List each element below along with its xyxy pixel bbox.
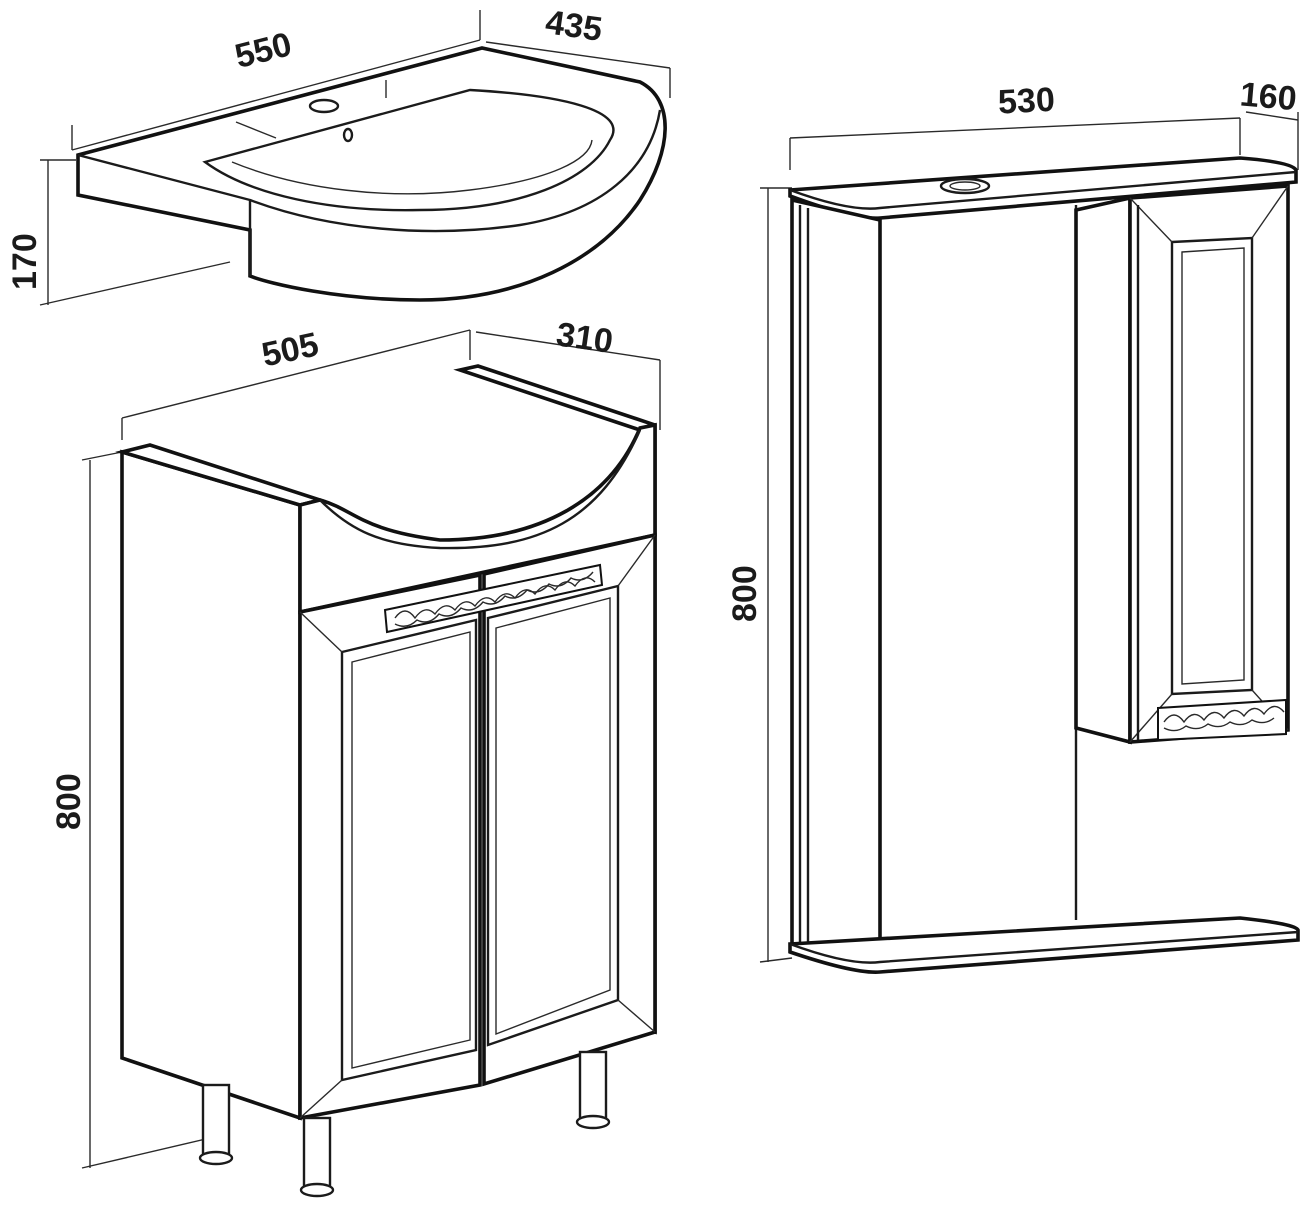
sink-bowl-inner [231, 139, 593, 195]
left-door-panel [340, 618, 478, 1082]
door-bevel [299, 611, 343, 653]
sink-top-rim [249, 109, 662, 233]
light-fixture-inner [949, 181, 981, 191]
left-door [298, 572, 482, 1121]
sink-height-label: 170 [6, 233, 44, 290]
sink-outline [76, 46, 667, 302]
sink-deck-line [235, 121, 277, 139]
mirror-cabinet-drawing: 530 160 800 [726, 75, 1300, 974]
left-door-panel-inner [351, 631, 471, 1069]
leg-foot [299, 1182, 335, 1198]
faucet-hole [308, 98, 340, 114]
leg [302, 1116, 332, 1192]
side-cabinet-ornament [1157, 698, 1287, 742]
mirror-side-frame [790, 197, 882, 961]
door-bevel [299, 1079, 343, 1119]
leg-foot [575, 1114, 611, 1130]
overflow-hole [342, 127, 354, 143]
base-cabinet-drawing: 505 310 800 [50, 315, 661, 1198]
base-cabinet-height-label: 800 [50, 773, 88, 830]
side-cabinet-panel-inner [1181, 247, 1245, 685]
mirror-width-label: 530 [997, 81, 1056, 122]
cabinet-rail-curve [319, 429, 642, 550]
cabinet-legs [198, 1050, 611, 1198]
mirror-height-label: 800 [726, 565, 764, 622]
mirror-dimension-lines [759, 111, 1299, 963]
mirror-depth-label: 160 [1238, 75, 1298, 118]
mirror-bottom-shelf-edge [789, 930, 1299, 964]
sink-drawing: 550 435 170 [6, 3, 671, 306]
leg [578, 1050, 608, 1124]
side-cabinet-door [1128, 184, 1290, 744]
sink-width-label: 550 [231, 25, 295, 76]
base-cabinet-depth-label: 310 [554, 315, 615, 361]
door-ornament [383, 563, 604, 634]
door-bevel [617, 999, 656, 1033]
door-bevel [617, 534, 656, 587]
sink-dimension-lines [39, 10, 671, 306]
light-fixture [939, 177, 991, 195]
cabinet-side-panel [120, 449, 302, 1121]
sink-bowl [202, 88, 615, 212]
leg-foot [198, 1150, 234, 1166]
right-door [482, 532, 657, 1087]
sink-depth-label: 435 [543, 3, 604, 49]
base-cabinet-dimension-lines [81, 329, 661, 1169]
base-cabinet-width-label: 505 [259, 326, 322, 375]
mirror-top-shelf-edge [789, 170, 1297, 210]
side-cabinet-bevel [1251, 185, 1289, 239]
leg [201, 1083, 231, 1157]
side-cabinet-side [1074, 195, 1132, 745]
right-door-panel-inner [495, 597, 611, 1036]
